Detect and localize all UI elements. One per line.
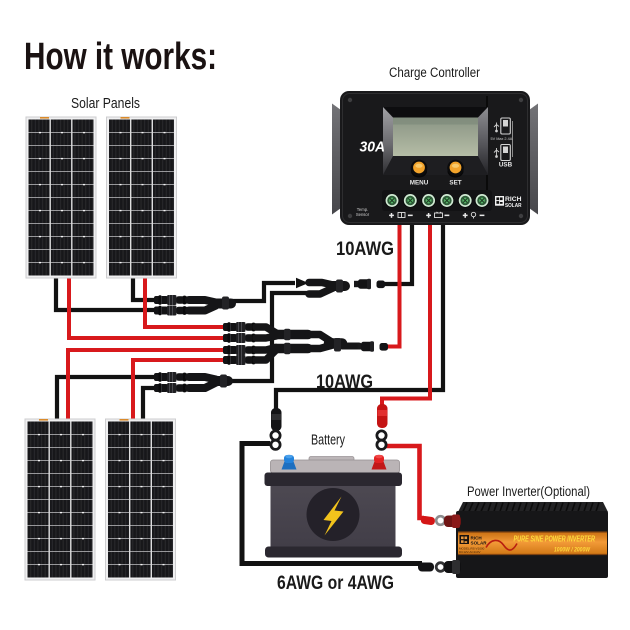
svg-text:Solar Panels: Solar Panels — [71, 96, 140, 112]
svg-text:How it works:: How it works: — [24, 36, 217, 78]
svg-text:USB: USB — [499, 162, 513, 169]
svg-text:Battery: Battery — [311, 433, 346, 449]
svg-text:5V Max 2.4A: 5V Max 2.4A — [491, 137, 513, 141]
svg-text:SET: SET — [449, 180, 461, 187]
svg-text:6AWG or 4AWG: 6AWG or 4AWG — [277, 573, 394, 594]
svg-text:Power Inverter(Optional): Power Inverter(Optional) — [467, 484, 590, 499]
svg-text:SOLAR: SOLAR — [505, 203, 522, 209]
svg-text:MODEL:RS-V1000: MODEL:RS-V1000 — [459, 547, 485, 551]
svg-text:SOLAR: SOLAR — [471, 540, 488, 545]
svg-text:Sensor: Sensor — [356, 212, 370, 217]
svg-text:1000W / 2000W: 1000W / 2000W — [554, 548, 591, 554]
svg-text:RICH: RICH — [471, 536, 483, 541]
svg-text:RICH: RICH — [505, 197, 522, 203]
svg-text:10AWG: 10AWG — [336, 239, 394, 260]
svg-text:DC12V-AC110V: DC12V-AC110V — [459, 550, 480, 554]
svg-text:PURE SINE POWER INVERTER: PURE SINE POWER INVERTER — [514, 535, 596, 544]
svg-text:Temp.: Temp. — [357, 207, 368, 212]
svg-text:30A: 30A — [360, 139, 386, 156]
svg-text:MENU: MENU — [410, 180, 429, 187]
svg-text:10AWG: 10AWG — [316, 372, 373, 393]
svg-text:Charge Controller: Charge Controller — [389, 65, 480, 80]
